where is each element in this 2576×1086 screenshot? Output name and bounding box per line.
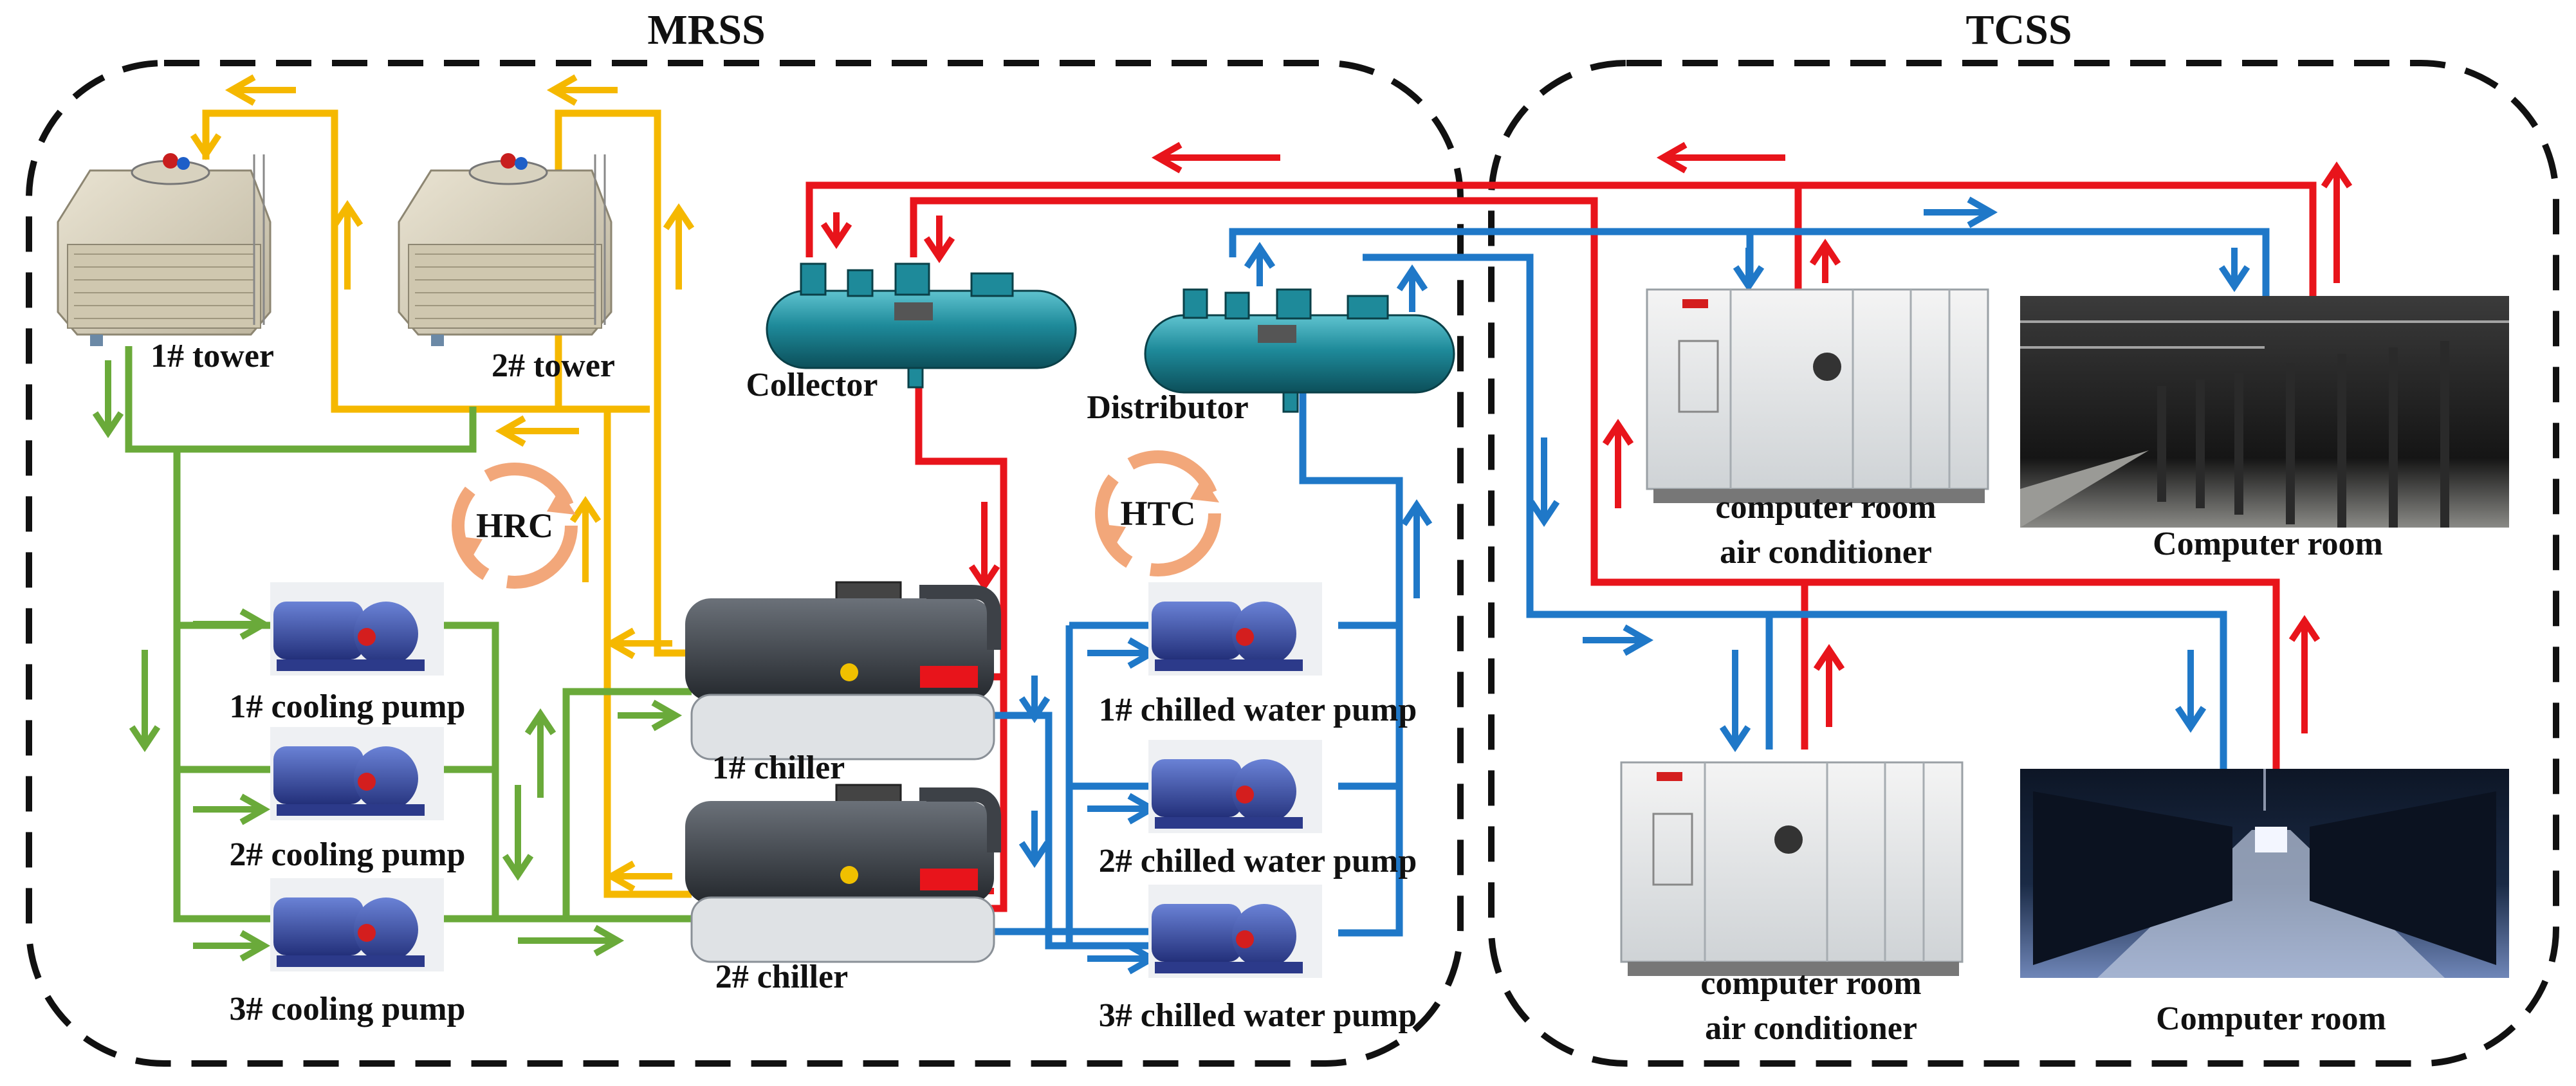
blue-flow-arrows <box>1018 196 2250 975</box>
hrc-cycle-symbol <box>452 463 578 589</box>
computer-room-1 <box>2020 296 2509 528</box>
chilled-water-pump-1 <box>1148 582 1322 676</box>
crac-2-label-line2: air conditioner <box>1705 1010 1917 1047</box>
green-flow-arrows <box>92 360 683 962</box>
subsystem-boundaries <box>26 60 2559 1067</box>
yellow-flow-arrows <box>190 74 695 892</box>
htc-label: HTC <box>1120 494 1195 533</box>
distributor-label: Distributor <box>1087 389 1248 426</box>
chilled-water-pump-3 <box>1148 885 1322 978</box>
collector-header <box>766 262 1077 389</box>
cooling-pump-2 <box>270 727 444 820</box>
cooling-tower-2 <box>398 153 612 346</box>
computer-room-2-label: Computer room <box>2156 1000 2386 1037</box>
crac-1-label-line1: computer room <box>1715 489 1936 526</box>
cooling-tower-1 <box>57 153 271 346</box>
cooling-pump-3 <box>270 878 444 971</box>
chiller-2-label: 2# chiller <box>715 959 849 995</box>
chiller-2 <box>685 784 1001 963</box>
chilled-pump-3-label: 3# chilled water pump <box>1099 997 1417 1034</box>
tower-2-label: 2# tower <box>492 347 615 384</box>
chiller-1-label: 1# chiller <box>712 750 845 786</box>
cooling-pump-1 <box>270 582 444 676</box>
crac-2-label-line1: computer room <box>1700 965 1921 1002</box>
computer-room-1-label: Computer room <box>2153 526 2383 562</box>
mrss-title: MRSS <box>647 6 765 53</box>
labels: MRSS TCSS 1# tower 2# tower Collector Di… <box>151 6 2386 1047</box>
chilled-pump-2-label: 2# chilled water pump <box>1099 843 1417 879</box>
crac-unit-1 <box>1646 288 1989 503</box>
computer-room-2 <box>2020 769 2509 978</box>
crac-1-label-line2: air conditioner <box>1720 534 1932 571</box>
chiller-1 <box>685 581 1001 760</box>
chilled-return-loop <box>805 181 2317 912</box>
distributor-header <box>1144 288 1455 413</box>
cooling-pump-1-label: 1# cooling pump <box>230 688 466 725</box>
cooling-pump-3-label: 3# cooling pump <box>230 991 466 1027</box>
crac-unit-2 <box>1620 761 1964 976</box>
tcss-boundary <box>1488 60 2559 1067</box>
tower-1-label: 1# tower <box>151 338 274 374</box>
collector-label: Collector <box>746 367 878 403</box>
mrss-boundary <box>26 60 1464 1067</box>
chilled-water-pump-2 <box>1148 740 1322 833</box>
hrc-label: HRC <box>476 506 553 545</box>
chilled-pump-1-label: 1# chilled water pump <box>1099 692 1417 728</box>
cooling-pump-2-label: 2# cooling pump <box>230 836 466 873</box>
tcss-title: TCSS <box>1965 6 2072 53</box>
chilled-supply-loop <box>994 228 2270 950</box>
htc-cycle-symbol <box>1095 450 1221 576</box>
